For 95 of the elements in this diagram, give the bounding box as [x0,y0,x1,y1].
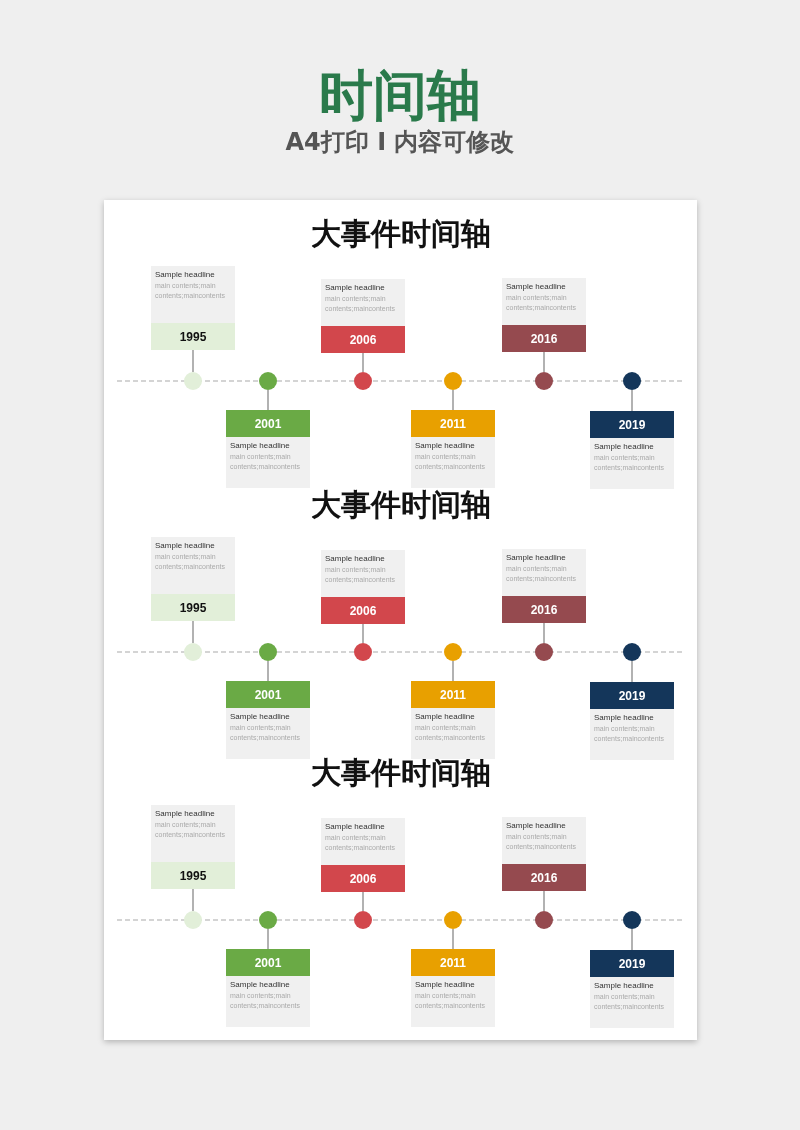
timeline-dot [184,911,202,929]
section-title: 大事件时间轴 [309,215,492,253]
connector-line [631,928,633,951]
event-card [151,537,235,621]
timeline-dot [259,643,277,661]
event-card [590,950,674,1028]
event-card [411,681,495,759]
section-title: 大事件时间轴 [309,486,492,524]
page-title: 时间轴 [318,63,482,129]
connector-line [192,620,194,644]
event-headline: Sample headline [594,981,655,991]
timeline-dot [259,911,277,929]
timeline-dot [444,911,462,929]
timeline-dot [184,643,202,661]
event-headline: Sample headline [506,553,567,563]
event-card [590,411,674,489]
timeline-dot [623,643,641,661]
connector-line [543,351,545,373]
event-card [502,817,586,891]
event-headline: Sample headline [506,282,567,292]
event-headline: Sample headline [594,442,655,452]
year-band: 2016 [502,325,586,352]
year-band: 2019 [590,682,674,709]
event-headline: Sample headline [415,712,476,722]
event-card [321,818,405,892]
year-band: 2011 [411,949,495,976]
event-headline: Sample headline [415,980,476,990]
event-card [502,278,586,352]
year-band: 2011 [411,410,495,437]
timeline-dot [623,372,641,390]
event-headline: Sample headline [415,441,476,451]
timeline-dot [354,911,372,929]
event-headline: Sample headline [155,809,216,819]
timeline-dot [354,372,372,390]
event-headline: Sample headline [325,554,386,564]
year-band: 2016 [502,596,586,623]
subtitle: A4打印 I 内容可修改 [284,127,516,158]
year-band: 2016 [502,864,586,891]
event-card [321,550,405,624]
connector-line [543,890,545,912]
event-headline: Sample headline [594,713,655,723]
year-band: 2019 [590,950,674,977]
connector-line [267,389,269,411]
year-band: 2006 [321,865,405,892]
year-band: 2011 [411,681,495,708]
connector-line [362,891,364,912]
event-card [590,682,674,760]
event-card [151,266,235,350]
year-band: 2001 [226,949,310,976]
event-headline: Sample headline [155,541,216,551]
event-headline: Sample headline [325,822,386,832]
connector-line [543,622,545,644]
year-band: 2006 [321,597,405,624]
event-headline: Sample headline [230,441,291,451]
event-headline: Sample headline [230,980,291,990]
event-card [411,410,495,488]
year-band: 1995 [151,323,235,350]
year-band: 1995 [151,594,235,621]
year-band: 1995 [151,862,235,889]
connector-line [192,888,194,912]
connector-line [631,660,633,683]
year-band: 2001 [226,410,310,437]
event-card [226,681,310,759]
timeline-dot [535,372,553,390]
timeline-dot [444,643,462,661]
event-headline: Sample headline [230,712,291,722]
connector-line [362,352,364,373]
timeline-dot [354,643,372,661]
year-band: 2006 [321,326,405,353]
timeline-dot [535,643,553,661]
timeline-dot [444,372,462,390]
event-card [226,410,310,488]
event-card [151,805,235,889]
connector-line [452,389,454,411]
section-title: 大事件时间轴 [309,754,492,792]
connector-line [362,623,364,644]
timeline-dot [623,911,641,929]
event-headline: Sample headline [325,283,386,293]
timeline-dot [535,911,553,929]
timeline-dot [259,372,277,390]
event-card [321,279,405,353]
year-band: 2001 [226,681,310,708]
connector-line [192,349,194,373]
year-band: 2019 [590,411,674,438]
connector-line [267,660,269,682]
event-card [411,949,495,1027]
connector-line [631,389,633,412]
event-card [502,549,586,623]
timeline-dot [184,372,202,390]
connector-line [452,660,454,682]
event-headline: Sample headline [506,821,567,831]
event-card [226,949,310,1027]
connector-line [267,928,269,950]
event-headline: Sample headline [155,270,216,280]
connector-line [452,928,454,950]
